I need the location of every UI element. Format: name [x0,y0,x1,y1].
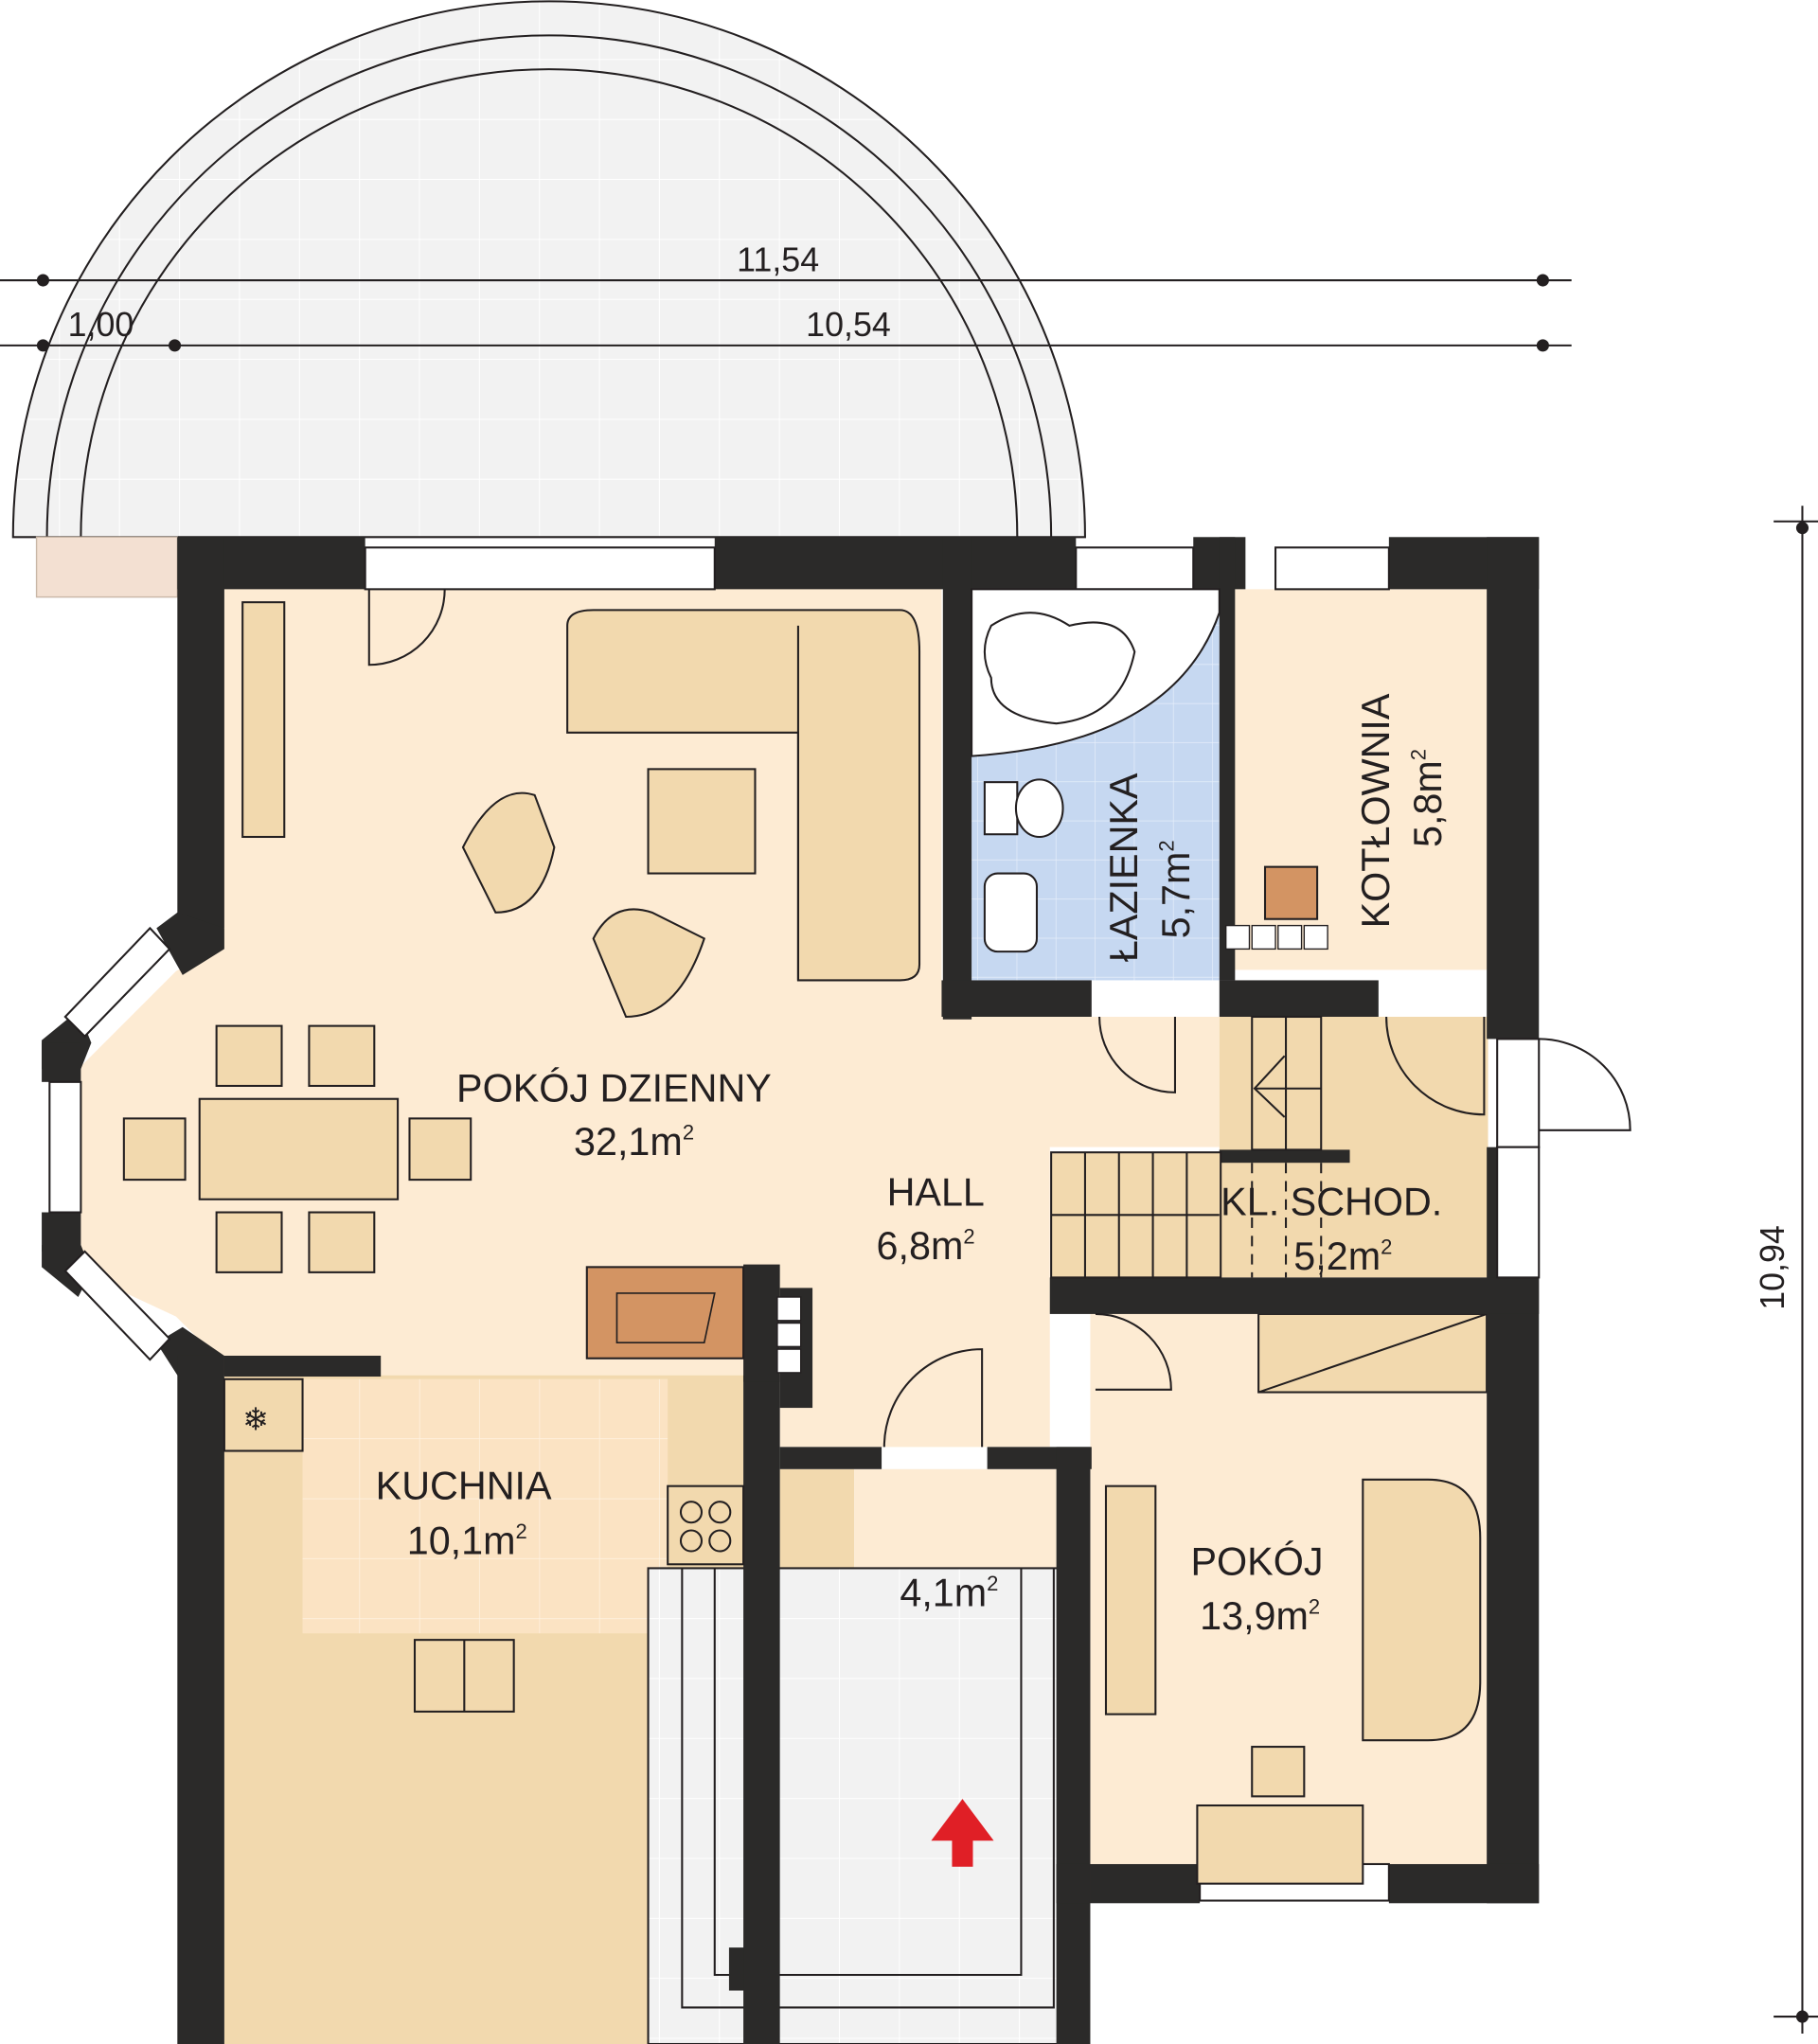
chimney-vents [776,924,1328,1374]
room-area-vestibule: 4,1m2 [900,1571,998,1614]
terrace [11,0,1086,598]
room-area-room: 13,9m2 [1200,1594,1320,1638]
dim-overall-width: 11,54 [737,240,819,278]
bathroom-fixtures [971,588,1221,953]
dim-offset-width: 1,00 [68,306,134,344]
furniture [122,601,1482,1885]
room-name-boiler: KOTŁOWNIA [1354,693,1398,928]
room-area-stairwell: 5,2m2 [1293,1235,1392,1278]
room-area-bathroom: 5,7m2 [1154,840,1198,938]
entrance-porch [647,1567,1089,2044]
room-area-kitchen: 10,1m2 [407,1519,527,1562]
room-name-kitchen: KUCHNIA [376,1464,552,1507]
room-name-living: POKÓJ DZIENNY [456,1066,772,1110]
snowflake-icon: ❄ [242,1402,269,1437]
room-area-hall: 6,8m2 [877,1224,975,1268]
room-name-hall: HALL [887,1171,985,1215]
entrance-arrow-icon [931,1799,994,1867]
room-name-bathroom: ŁAZIENKA [1102,773,1146,962]
room-name-room: POKÓJ [1191,1539,1324,1583]
dim-main-width: 10,54 [806,306,891,344]
dimension-lines [0,274,1818,2034]
room-area-boiler: 5,8m2 [1406,749,1450,847]
doors [367,589,1631,1448]
room-area-living: 32,1m2 [574,1120,694,1164]
fireplace [585,865,1319,1360]
dim-overall-depth: 10,94 [1754,1225,1791,1310]
staircase [1050,1015,1323,1279]
room-name-stairwell: KL. SCHOD. [1221,1180,1442,1223]
